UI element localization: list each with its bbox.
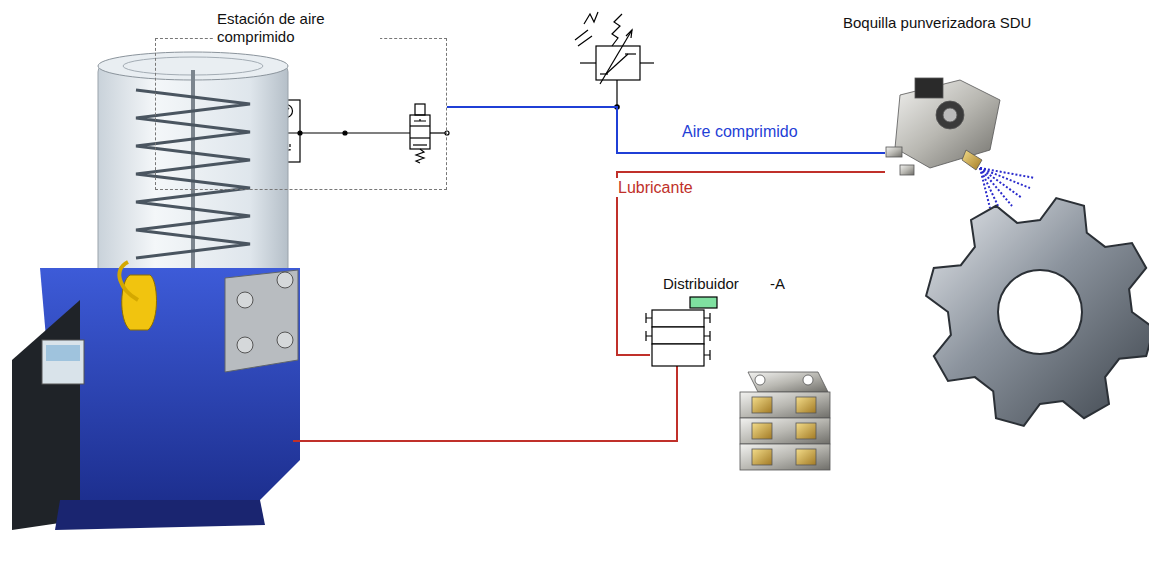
grease-pump [12,52,300,530]
supply-line [617,172,885,355]
line-label: Lubricante [616,178,695,197]
distributor-symbol [646,297,717,366]
spray-nozzle [886,78,1035,210]
station-frame: Estación de aire comprimido [155,38,447,190]
node-label: Estación de aire comprimido [214,10,380,46]
pressure-switch-symbol [575,12,654,109]
gear [926,198,1149,426]
node-label: -A [770,275,785,293]
component-node: Boquilla punverizadora SDU [885,70,1005,180]
node-label: Boquilla punverizadora SDU [843,14,1031,32]
supply-line [447,107,885,153]
lubricant-line [293,366,677,441]
line-label: Aire comprimido [680,122,800,141]
distributor-photo [740,372,830,470]
component-node: Distribuidor -A [650,275,790,367]
node-label: Distribuidor [663,275,739,293]
